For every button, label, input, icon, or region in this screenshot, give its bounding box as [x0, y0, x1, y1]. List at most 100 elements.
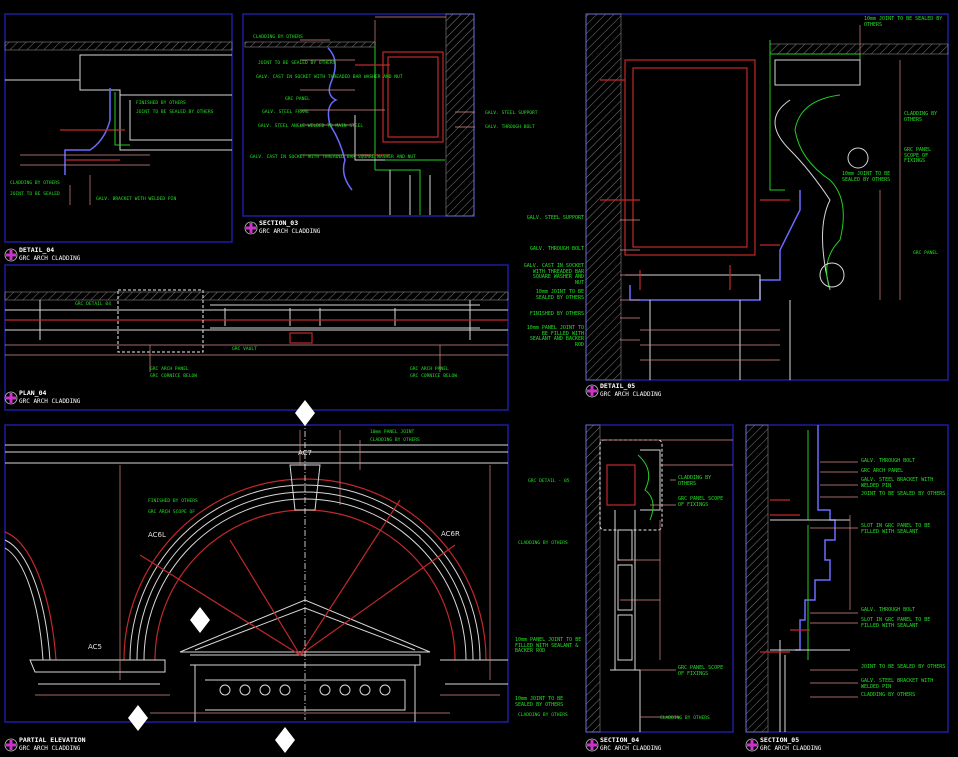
detail-05-notes: GRC PANEL	[913, 250, 938, 256]
view-subtitle: GRC ARCH CLADDING	[19, 398, 81, 405]
note: CLADDING BY OTHERS	[253, 34, 303, 40]
note: GRC PANEL SCOPE OF FIXINGS	[678, 665, 724, 677]
view-symbol-icon	[3, 247, 19, 263]
view-subtitle: GRC ARCH CLADDING	[259, 228, 321, 235]
note: 10mm JOINT TO BE SEALED BY OTHERS	[515, 696, 564, 708]
note: FINISHED BY OTHERS	[136, 100, 186, 106]
note: GRC PANEL SCOPE OF FIXINGS	[678, 496, 724, 508]
view-title: SECTION_04	[600, 736, 639, 744]
elevation-tags: AC7 AC6L AC6R AC5	[88, 449, 460, 651]
note: 10mm PANEL JOINT TO BE FILLED WITH SEALA…	[526, 325, 584, 348]
view-frame	[585, 13, 949, 381]
note: GRC PANEL SCOPE OF FIXINGS	[904, 147, 932, 165]
note: GALV. THROUGH BOLT	[861, 458, 916, 464]
note: 10mm JOINT TO BE SEALED BY OTHERS	[864, 16, 943, 28]
section-marker-icon[interactable]	[275, 727, 295, 753]
note: GALV. STEEL ANGLE WELDED TO MAIN STEEL	[258, 123, 363, 129]
view-frame	[4, 424, 509, 723]
view-title: PLAN_04	[19, 389, 46, 397]
view-symbol-icon	[584, 737, 600, 753]
note: 10mm JOINT TO BE SEALED BY OTHERS	[535, 289, 584, 301]
note: FINISHED BY OTHERS	[529, 311, 584, 317]
note: 10mm JOINT TO BE SEALED BY OTHERS	[842, 171, 891, 183]
view-title: SECTION_03	[259, 219, 298, 227]
view-symbol-icon	[584, 383, 600, 399]
note: 10mm PANEL JOINT TO BE FILLED WITH SEALA…	[515, 637, 582, 655]
view-subtitle: GRC ARCH CLADDING	[19, 745, 81, 752]
note: 10mm PANEL JOINT	[370, 429, 414, 435]
note: GALV. STEEL BRACKET WITH WELDED PIN	[861, 477, 934, 489]
view-symbol-icon	[3, 390, 19, 406]
note: SLOT IN GRC PANEL TO BE FILLED WITH SEAL…	[861, 523, 931, 535]
rosette-frieze	[219, 684, 391, 696]
note: GRC DETAIL - 05	[528, 478, 570, 484]
note: JOINT TO BE SEALED BY OTHERS	[258, 60, 336, 66]
note: GALV. STEEL FRAME	[262, 109, 309, 115]
note: GALV. THROUGH BOLT	[485, 124, 535, 130]
note: CLADDING BY OTHERS	[660, 715, 710, 721]
view-frame	[4, 13, 233, 243]
note: GRC PANEL	[285, 96, 310, 102]
note: CLADDING BY OTHERS	[518, 540, 568, 546]
note: GRC PANEL	[913, 250, 938, 256]
note: CLADDING BY OTHERS	[10, 180, 60, 186]
view-section-03: CLADDING BY OTHERS JOINT TO BE SEALED BY…	[242, 13, 538, 236]
note: JOINT TO BE SEALED BY OTHERS	[861, 664, 946, 670]
tag-label: AC6L	[148, 531, 166, 539]
view-section-05: SECTION_05 GRC ARCH CLADDING	[744, 424, 949, 753]
note: CLADDING BY OTHERS	[518, 712, 568, 718]
note: GRC ARCH SCOPE OF	[148, 509, 195, 515]
note: GALV. STEEL SUPPORT	[526, 215, 584, 221]
section-marker-icon[interactable]	[190, 607, 210, 633]
note: GRC ARCH PANEL	[150, 366, 189, 372]
note: CLADDING BY OTHERS	[861, 692, 916, 698]
view-section-04: GRC DETAIL - 05 CLADDING BY OTHERS SECTI…	[528, 424, 734, 753]
section-marker-icon[interactable]	[295, 400, 315, 426]
tag-label: AC7	[298, 449, 312, 457]
view-frame	[4, 264, 509, 411]
view-subtitle: GRC ARCH CLADDING	[600, 745, 662, 752]
detail-04-notes: FINISHED BY OTHERS JOINT TO BE SEALED BY…	[10, 100, 214, 202]
view-title: SECTION_05	[760, 736, 799, 744]
view-title: PARTIAL ELEVATION	[19, 736, 86, 744]
note: GRC VAULT	[232, 346, 257, 352]
view-symbol-icon	[243, 220, 259, 236]
note: GALV. STEEL BRACKET WITH WELDED PIN	[861, 678, 934, 690]
view-subtitle: GRC ARCH CLADDING	[600, 391, 662, 398]
view-symbol-icon	[3, 737, 19, 753]
view-title: DETAIL_05	[600, 382, 635, 390]
note: JOINT TO BE SEALED	[10, 191, 60, 197]
note: CLADDING BY OTHERS	[904, 111, 938, 123]
tag-label: AC5	[88, 643, 102, 651]
note: CLADDING BY OTHERS	[370, 437, 420, 443]
section-marker-icon[interactable]	[128, 705, 148, 731]
view-detail-05: GRC PANEL DETAIL_05 GRC ARCH CLADDING	[584, 13, 949, 399]
note: GALV. CAST IN SOCKET WITH THREADED BAR S…	[523, 263, 584, 286]
view-subtitle: GRC ARCH CLADDING	[19, 255, 81, 262]
elevation-notes: 10mm PANEL JOINT CLADDING BY OTHERS FINI…	[148, 429, 568, 718]
note: SLOT IN GRC PANEL TO BE FILLED WITH SEAL…	[861, 617, 931, 629]
section-03-notes: CLADDING BY OTHERS JOINT TO BE SEALED BY…	[250, 34, 538, 160]
view-plan-04: GRC DETAIL 04 GRC VAULT GRC ARCH PANEL G…	[3, 264, 509, 411]
note: GRC DETAIL 04	[75, 301, 111, 307]
view-detail-04: FINISHED BY OTHERS JOINT TO BE SEALED BY…	[3, 13, 233, 263]
view-title: DETAIL_04	[19, 246, 54, 254]
note: GALV. STEEL SUPPORT	[485, 110, 538, 116]
note: JOINT TO BE SEALED BY OTHERS	[861, 491, 946, 497]
plan-04-notes: GRC DETAIL 04 GRC VAULT GRC ARCH PANEL G…	[75, 301, 457, 379]
note: GRC ARCH PANEL	[410, 366, 449, 372]
note: GALV. BRACKET WITH WELDED PIN	[96, 196, 176, 202]
note: GALV. THROUGH BOLT	[861, 607, 916, 613]
section-04-notes: GRC DETAIL - 05 CLADDING BY OTHERS	[528, 478, 710, 721]
note: FINISHED BY OTHERS	[148, 498, 198, 504]
note: GALV. CAST IN SOCKET WITH THREADED BAR W…	[256, 74, 403, 80]
view-partial-elevation: AC7 AC6L AC6R AC5 10mm PANEL JOINT CLADD…	[3, 400, 568, 753]
note: JOINT TO BE SEALED BY OTHERS	[136, 109, 214, 115]
note: GALV. CAST IN SOCKET WITH THREADED BAR S…	[250, 154, 416, 160]
view-symbol-icon	[744, 737, 760, 753]
note: GRC CORNICE BELOW	[150, 373, 197, 379]
note: CLADDING BY OTHERS	[678, 475, 712, 487]
tag-label: AC6R	[441, 530, 460, 538]
view-subtitle: GRC ARCH CLADDING	[760, 745, 822, 752]
